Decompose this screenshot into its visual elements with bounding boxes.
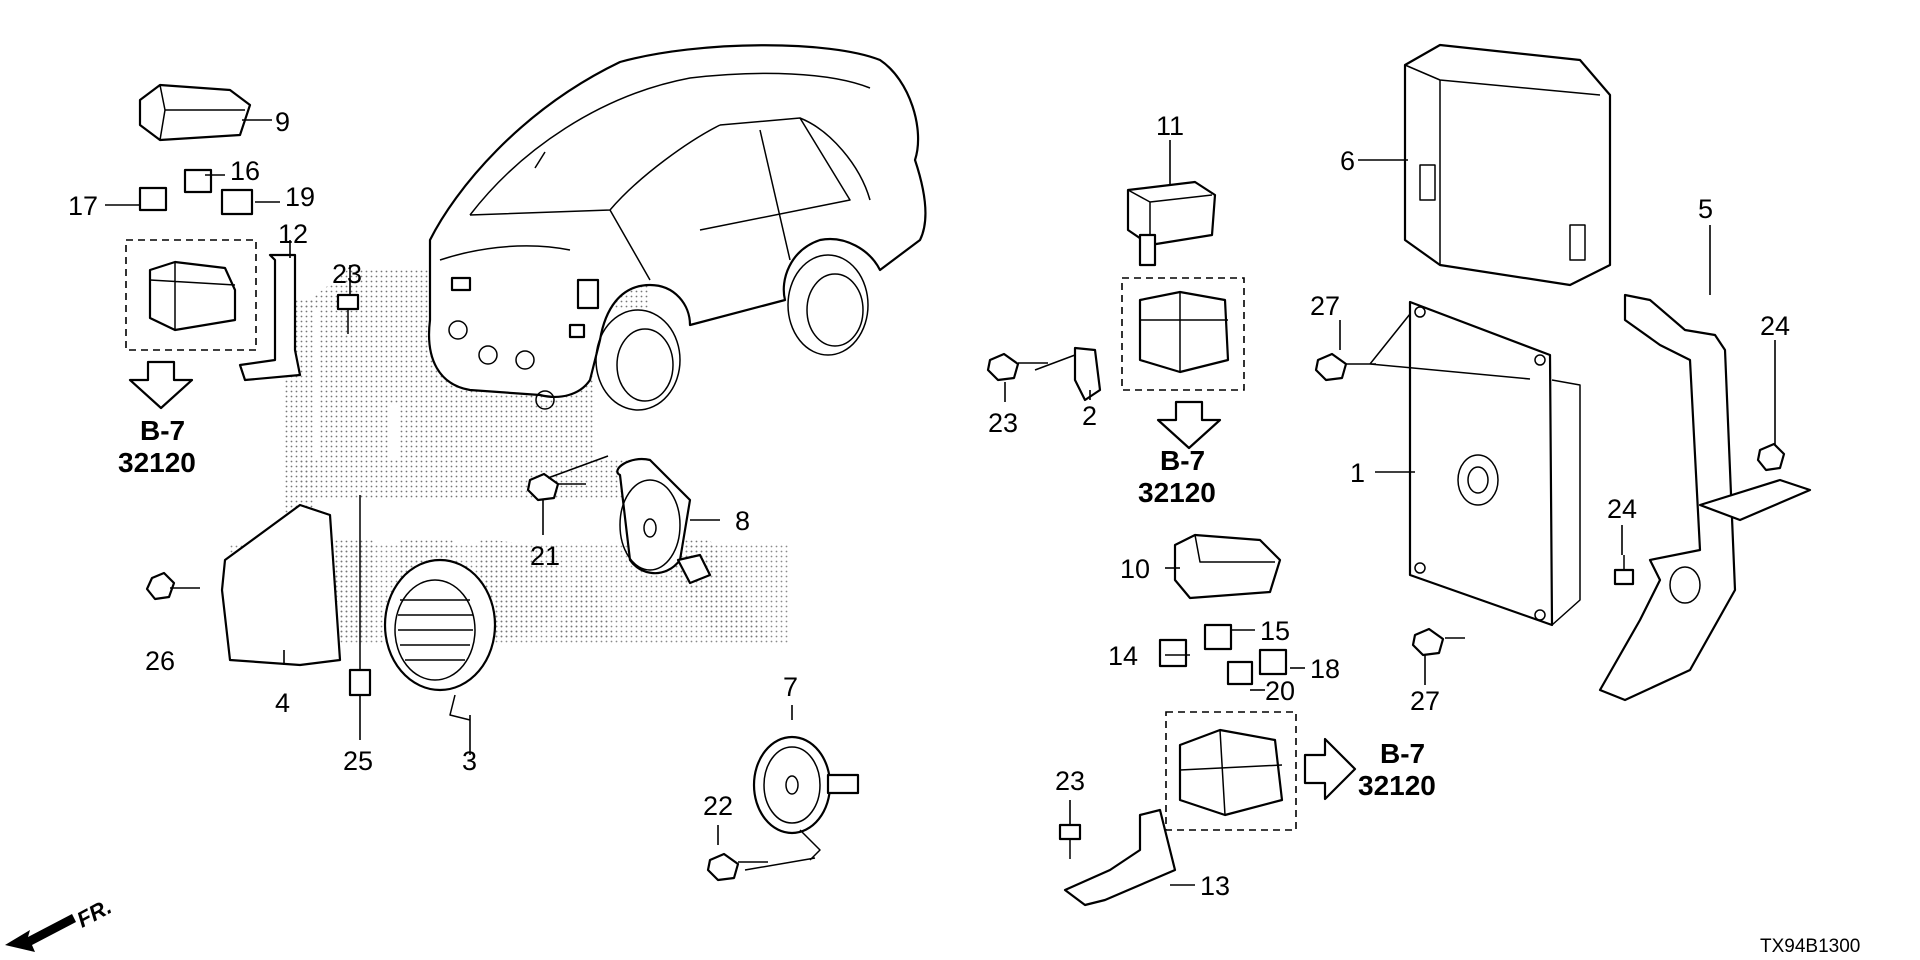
front-direction-indicator: FR. <box>5 894 116 952</box>
fuse-box-mid <box>1121 277 1245 391</box>
bolt-24-upper <box>1756 442 1786 472</box>
relay-group-lower <box>1158 623 1288 686</box>
fuse-box-lower <box>1165 711 1297 831</box>
callout-14: 14 <box>1108 641 1138 671</box>
ref-part-lower: 32120 <box>1358 770 1436 801</box>
arrow-down-mid <box>1156 400 1222 450</box>
bolt-23-mid <box>986 352 1076 382</box>
callout-27-upper: 27 <box>1310 291 1340 321</box>
part-11-cover <box>1126 180 1217 267</box>
bolt-23-lower <box>1058 823 1082 859</box>
callout-27-lower: 27 <box>1410 686 1440 716</box>
bolt-25 <box>348 495 372 697</box>
arrow-right-lower <box>1303 737 1357 801</box>
callouts: 9 16 17 19 12 23 26 4 25 3 8 21 7 22 11 … <box>68 107 1790 901</box>
callout-25: 25 <box>343 746 373 776</box>
part-12-bracket <box>238 253 302 382</box>
part-5-bracket <box>1598 293 1812 702</box>
part-6-ecu-cover <box>1403 43 1612 287</box>
callout-7: 7 <box>783 672 798 702</box>
callout-9: 9 <box>275 107 290 137</box>
ref-section-lower: B-7 <box>1380 738 1425 769</box>
bolt-27-lower <box>1411 627 1465 657</box>
bolt-27-upper <box>1314 313 1531 382</box>
callout-16: 16 <box>230 156 260 186</box>
callout-11: 11 <box>1156 111 1184 141</box>
callout-24-upper: 24 <box>1760 311 1790 341</box>
callout-2: 2 <box>1082 401 1097 431</box>
part-3-speaker <box>383 558 497 721</box>
callout-18: 18 <box>1310 654 1340 684</box>
callout-6: 6 <box>1340 146 1355 176</box>
ref-part-mid: 32120 <box>1138 477 1216 508</box>
callout-1: 1 <box>1350 458 1365 488</box>
bolt-22 <box>706 852 816 882</box>
part-13-bracket <box>1063 808 1177 907</box>
bolt-23-left <box>336 293 360 334</box>
callout-22: 22 <box>703 791 733 821</box>
callout-19: 19 <box>285 182 315 212</box>
part-8-horn <box>616 457 712 585</box>
diagram-code: TX94B1300 <box>1760 936 1860 957</box>
callout-23-lower: 23 <box>1055 766 1085 796</box>
callout-24-lower: 24 <box>1607 494 1637 524</box>
callout-26: 26 <box>145 646 175 676</box>
callout-8: 8 <box>735 506 750 536</box>
callout-10: 10 <box>1120 554 1150 584</box>
callout-3: 3 <box>462 746 477 776</box>
callout-15: 15 <box>1260 616 1290 646</box>
part-7-horn <box>752 735 860 861</box>
ref-part-left: 32120 <box>118 447 196 478</box>
leader-lines <box>105 119 1776 886</box>
part-4-bracket <box>220 503 342 667</box>
callout-4: 4 <box>275 688 290 718</box>
callout-17: 17 <box>68 191 98 221</box>
part-2-clip <box>1073 346 1102 402</box>
part-1-ecu <box>1408 300 1581 627</box>
bolt-24-lower <box>1613 555 1635 586</box>
callout-21: 21 <box>530 541 560 571</box>
relay-group-upper <box>138 168 254 216</box>
bolt-26 <box>145 571 200 601</box>
callout-13: 13 <box>1200 871 1230 901</box>
ref-section-mid: B-7 <box>1160 445 1205 476</box>
vehicle-outline <box>427 44 927 411</box>
callout-23-left: 23 <box>332 259 362 289</box>
callout-12: 12 <box>278 219 308 249</box>
part-9-module <box>138 83 252 142</box>
part-10-module <box>1173 533 1282 600</box>
bolt-21 <box>526 455 609 502</box>
arrow-down-left <box>128 360 194 410</box>
front-label: FR. <box>73 894 116 933</box>
reference-labels: B-7 32120 B-7 32120 B-7 32120 <box>118 415 1436 801</box>
callout-23-mid: 23 <box>988 408 1018 438</box>
ref-section-left: B-7 <box>140 415 185 446</box>
callout-20: 20 <box>1265 676 1295 706</box>
callout-5: 5 <box>1698 194 1713 224</box>
fuse-box-left <box>125 239 257 351</box>
front-arrow-icon <box>5 914 76 952</box>
